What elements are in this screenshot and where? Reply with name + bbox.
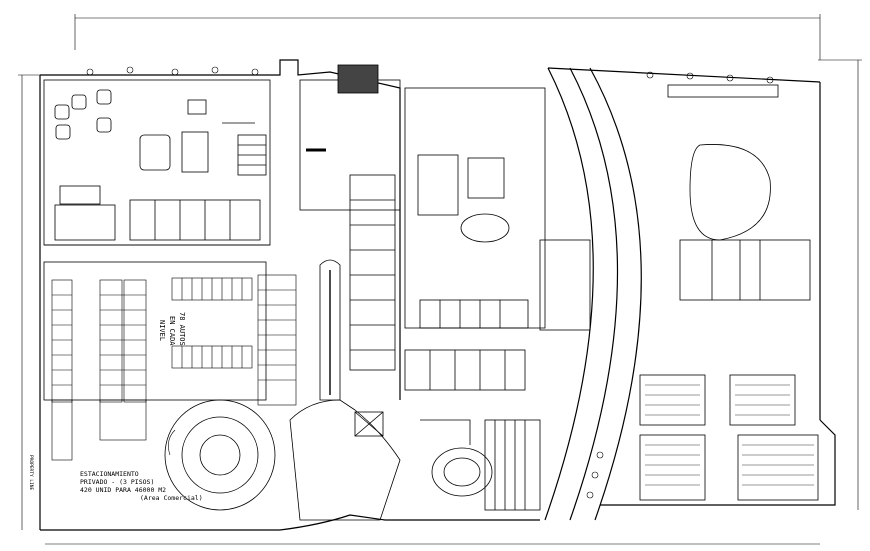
dimension-lines	[18, 14, 862, 545]
circular-ramp	[164, 399, 276, 511]
central-corridor	[289, 64, 401, 521]
capacity-label-line2: EN CADA	[168, 316, 176, 346]
parking-label-line1: ESTACIONAMIENTO	[80, 470, 139, 478]
tree-symbols	[86, 66, 774, 499]
edge-label: PROPERTY LINE	[28, 455, 33, 491]
parking-label-line2: PRIVADO - (3 PISOS)	[80, 478, 155, 486]
parking-label-line4: (Area Comercial)	[140, 494, 203, 502]
top-left-zone	[43, 79, 271, 246]
parking-label-line3: 420 UNID PARA 46000 M2	[80, 486, 167, 494]
capacity-label-line1: 78 AUTOS	[178, 312, 186, 346]
middle-block	[404, 87, 591, 511]
parking-area	[43, 261, 297, 461]
right-zone	[639, 84, 819, 501]
round-plaza	[420, 419, 493, 497]
building-outline	[39, 59, 836, 531]
capacity-label-line3: NIVEL	[158, 320, 166, 342]
